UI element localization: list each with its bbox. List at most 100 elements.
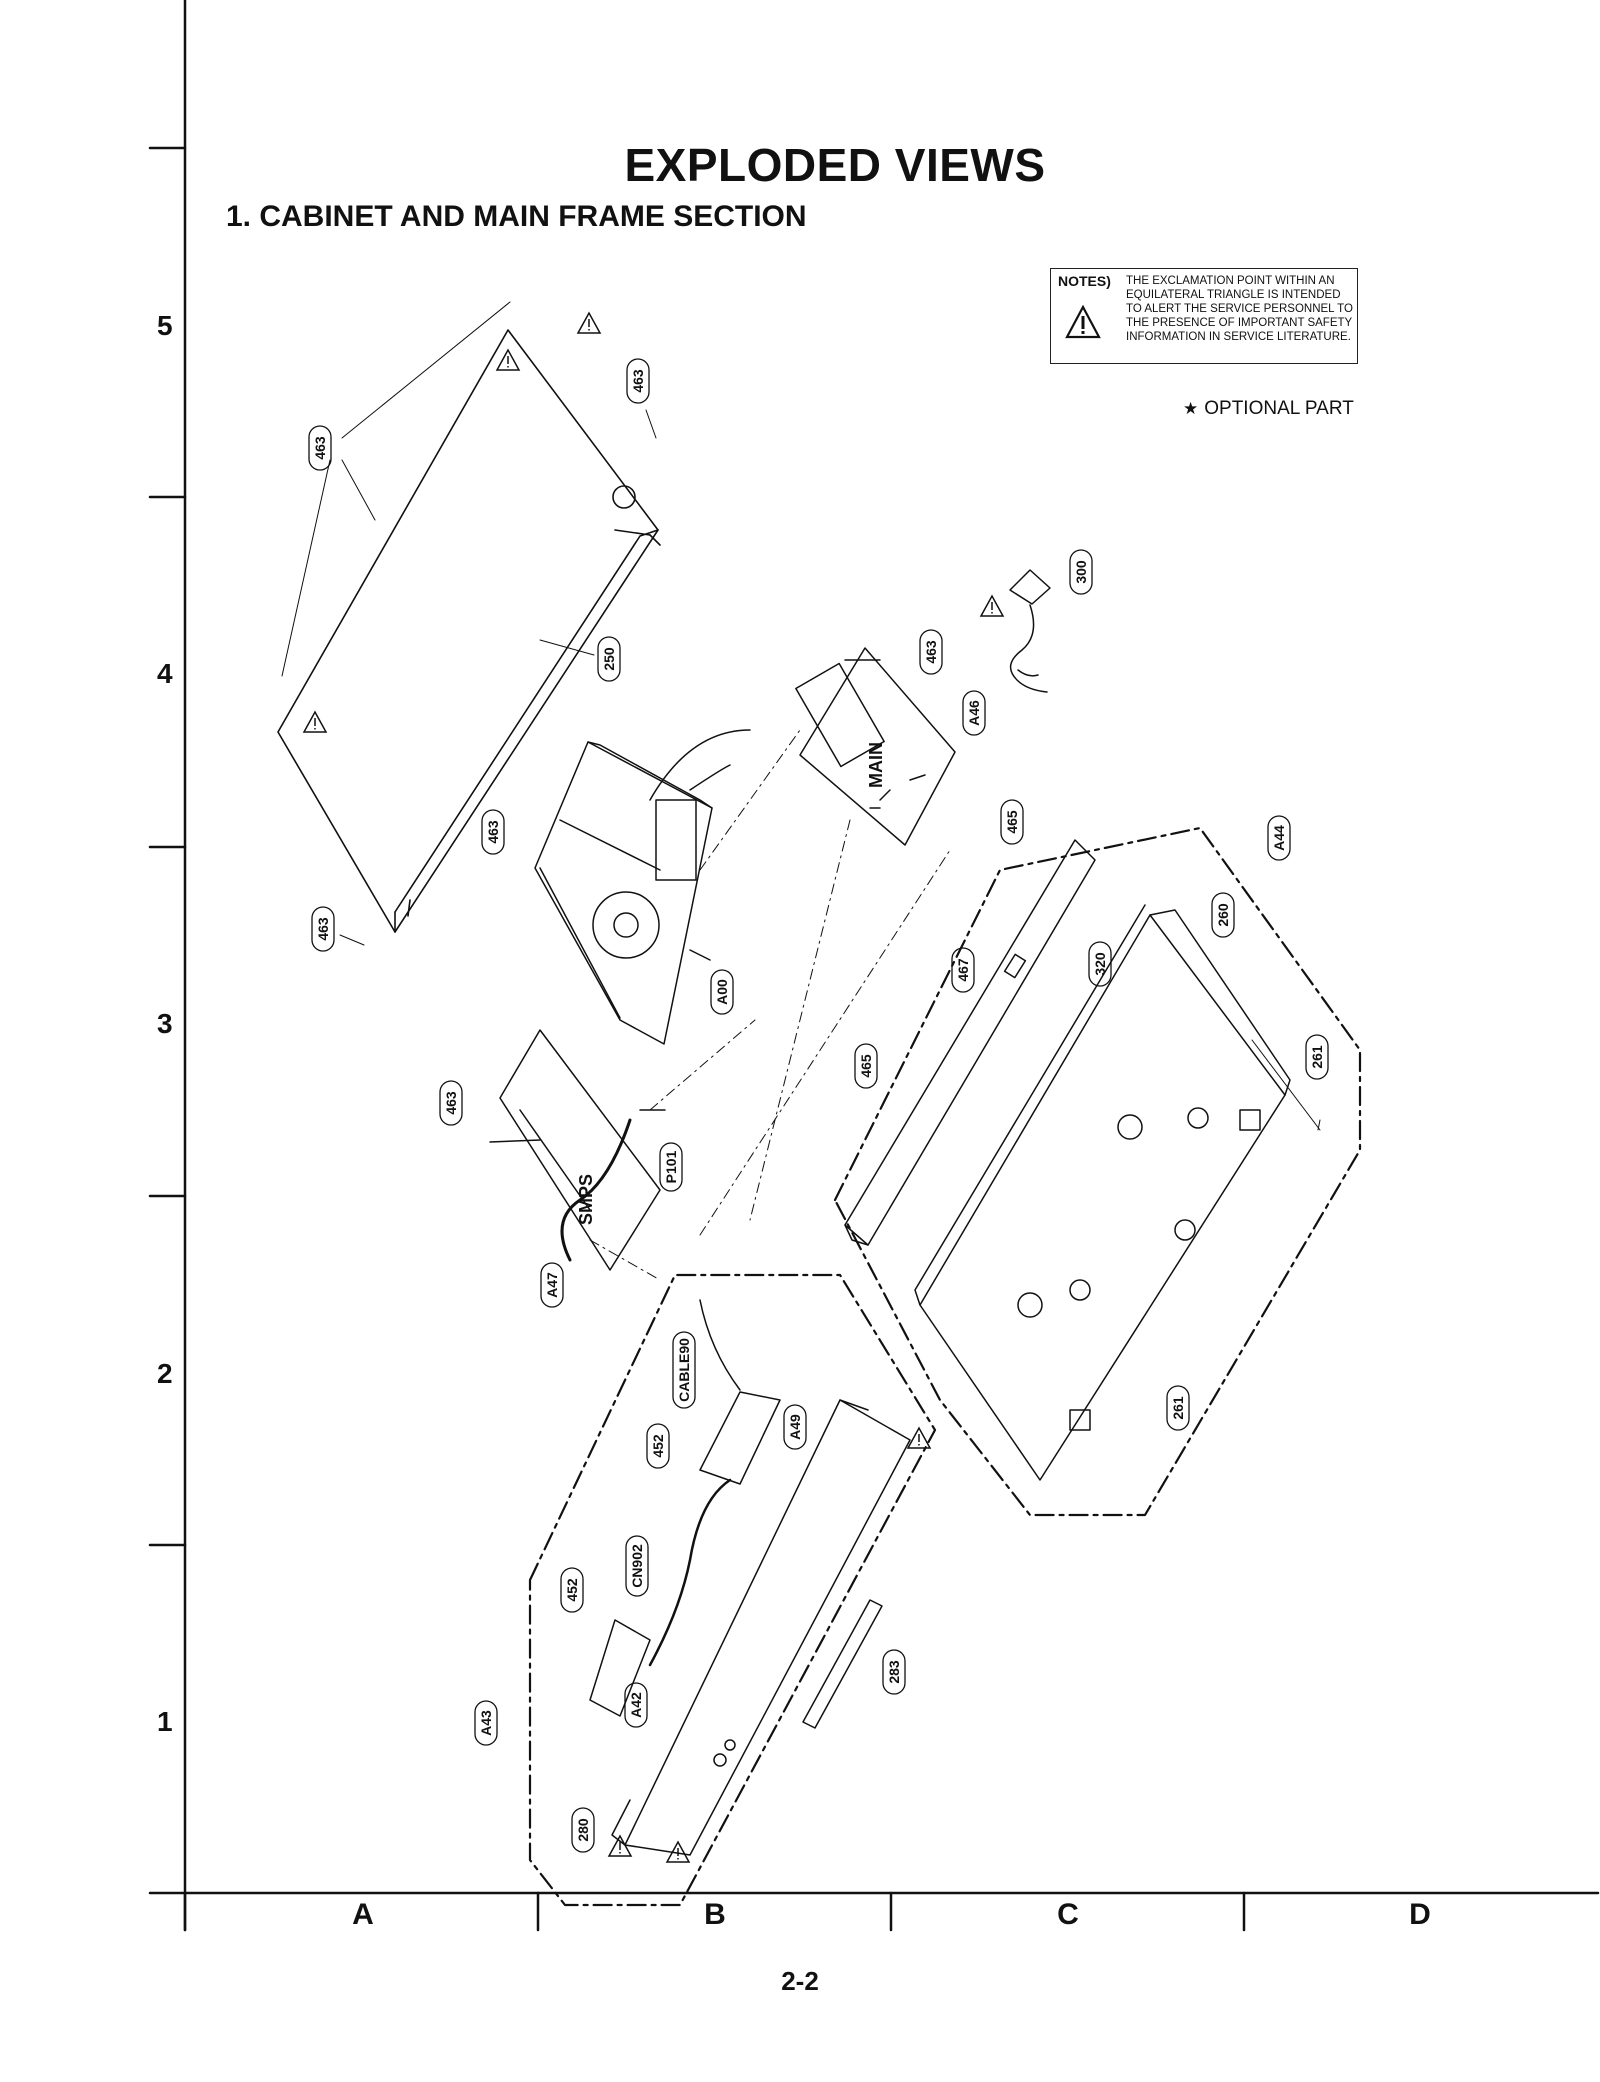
part-tag-465: 465 (854, 1043, 878, 1089)
column-label-c: C (1057, 1898, 1079, 1931)
svg-text:320: 320 (1092, 952, 1108, 976)
svg-text:260: 260 (1215, 903, 1231, 927)
part-tag-a47: A47 (540, 1262, 564, 1308)
part-tag-465: 465 (1000, 799, 1024, 845)
page-title: EXPLODED VIEWS (624, 139, 1046, 191)
svg-text:CN902: CN902 (629, 1544, 645, 1588)
warning-triangle-icon (665, 1840, 691, 1863)
part-tag-p101: P101 (659, 1142, 683, 1192)
part-tag-463: 463 (626, 358, 650, 404)
row-label-4: 4 (157, 658, 173, 689)
part-tag-250: 250 (597, 636, 621, 682)
main-frame-outline (833, 826, 1362, 1517)
smps-board (489, 1029, 666, 1271)
part-tag-467: 467 (951, 947, 975, 993)
row-label-3: 3 (157, 1008, 173, 1039)
svg-text:452: 452 (564, 1578, 580, 1602)
svg-text:A46: A46 (966, 700, 982, 726)
svg-text:463: 463 (923, 640, 939, 664)
svg-text:A49: A49 (787, 1414, 803, 1440)
part-tag-463: 463 (481, 809, 505, 855)
part-tag-300: 300 (1069, 549, 1093, 595)
svg-text:250: 250 (601, 647, 617, 671)
svg-text:467: 467 (955, 958, 971, 982)
svg-text:A43: A43 (478, 1710, 494, 1736)
small-boards (589, 1299, 781, 1717)
page-number: 2-2 (781, 1966, 819, 1996)
bar-part (802, 1599, 883, 1729)
svg-text:A42: A42 (628, 1692, 644, 1718)
part-tag-320: 320 (1088, 941, 1112, 987)
part-tag-283: 283 (882, 1649, 906, 1695)
board-label-smps: SMPS (576, 1174, 596, 1225)
safety-notes-box: NOTES) THE EXCLAMATION POINT WITHIN AN E… (1050, 268, 1358, 364)
row-label-5: 5 (157, 310, 173, 341)
part-tag-cn902: CN902 (625, 1535, 649, 1597)
board-label-main: MAIN (866, 742, 886, 788)
warning-triangle-icon (979, 594, 1005, 617)
section-subtitle: 1. CABINET AND MAIN FRAME SECTION (226, 200, 807, 233)
svg-text:261: 261 (1309, 1045, 1325, 1069)
part-tag-a44: A44 (1267, 815, 1291, 861)
svg-text:452: 452 (650, 1434, 666, 1458)
part-tag-463: 463 (919, 629, 943, 675)
cover-screw-leaders (281, 301, 657, 946)
dvd-loader (534, 729, 751, 1045)
part-tag-cable90: CABLE90 (672, 1331, 696, 1409)
warning-triangle-icon (302, 710, 328, 733)
svg-text:A00: A00 (714, 979, 730, 1005)
main-frame-chassis (914, 904, 1291, 1481)
part-tag-452: 452 (560, 1567, 584, 1613)
optional-part-label: OPTIONAL PART (1204, 398, 1354, 419)
svg-text:465: 465 (1004, 810, 1020, 834)
svg-text:261: 261 (1170, 1396, 1186, 1420)
svg-text:A47: A47 (544, 1272, 560, 1298)
front-panel-outline (528, 1273, 937, 1907)
warning-triangles (302, 311, 1005, 1863)
svg-text:465: 465 (858, 1054, 874, 1078)
svg-text:P101: P101 (663, 1150, 679, 1183)
svg-text:463: 463 (315, 917, 331, 941)
main-board (795, 647, 956, 846)
part-tag-260: 260 (1211, 892, 1235, 938)
column-label-b: B (704, 1898, 726, 1931)
part-tag-261: 261 (1166, 1385, 1190, 1431)
svg-text:283: 283 (886, 1660, 902, 1684)
part-tag-463: 463 (311, 906, 335, 952)
part-tag-a43: A43 (474, 1700, 498, 1746)
svg-text:463: 463 (312, 436, 328, 460)
svg-text:280: 280 (575, 1818, 591, 1842)
svg-text:300: 300 (1073, 560, 1089, 584)
warning-triangle-icon (576, 311, 602, 334)
optional-part-legend: ★ OPTIONAL PART (1183, 398, 1354, 420)
star-icon: ★ (1183, 399, 1199, 418)
row-label-1: 1 (157, 1706, 173, 1737)
part-tags: 463 463 463 463 463 463 250 300 A46 A00 … (308, 358, 1329, 1853)
part-tag-a49: A49 (783, 1404, 807, 1450)
power-cord (1009, 569, 1051, 693)
column-label-d: D (1409, 1898, 1431, 1931)
connection-lines (589, 729, 951, 1281)
part-tag-a42: A42 (624, 1682, 648, 1728)
svg-text:463: 463 (630, 369, 646, 393)
notes-text: THE EXCLAMATION POINT WITHIN AN EQUILATE… (1126, 275, 1353, 343)
column-label-a: A (352, 1898, 374, 1931)
part-tag-463: 463 (439, 1080, 463, 1126)
warning-triangle-icon (495, 348, 521, 371)
front-panel (611, 1399, 911, 1856)
part-tag-a00: A00 (710, 969, 734, 1015)
warning-triangle-icon (1065, 305, 1101, 339)
part-tag-463: 463 (308, 425, 332, 471)
notes-heading: NOTES) (1058, 273, 1111, 289)
svg-text:CABLE90: CABLE90 (676, 1338, 692, 1402)
part-tag-452: 452 (646, 1423, 670, 1469)
warning-triangle-icon (906, 1426, 932, 1449)
svg-text:A44: A44 (1271, 825, 1287, 851)
part-tag-a46: A46 (962, 690, 986, 736)
svg-text:463: 463 (485, 820, 501, 844)
warning-triangle-icon (607, 1834, 633, 1857)
part-tag-261: 261 (1305, 1034, 1329, 1080)
part-tag-280: 280 (571, 1807, 595, 1853)
top-cover (277, 329, 661, 933)
grid-frame (148, 0, 1600, 1932)
